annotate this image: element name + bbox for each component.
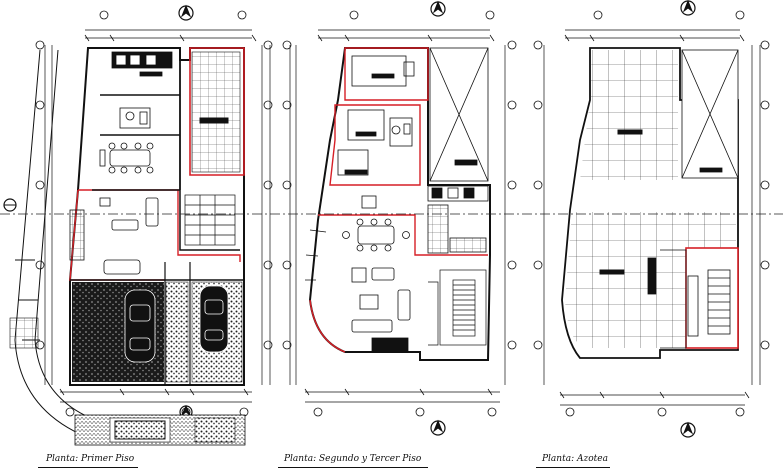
north-arrow-bottom-3 [680, 421, 696, 438]
north-arrow-top [178, 4, 194, 21]
red-outline [189, 47, 245, 176]
plan-segundo-tercer-piso [282, 0, 517, 436]
caption-segundo-tercer-piso: Planta: Segundo y Tercer Piso [284, 454, 422, 464]
dimension-lines-2 [289, 29, 506, 403]
bedroom-2 [337, 109, 385, 176]
stair-primer-piso [184, 194, 236, 246]
bath-2 [389, 117, 413, 147]
dining-set [99, 142, 154, 174]
gravel-strip [165, 281, 189, 383]
roof-outline [561, 47, 739, 359]
plan-azotea [533, 0, 770, 438]
north-arrow-bottom-2 [430, 419, 446, 436]
kitchen-2 [427, 185, 489, 254]
outer-walls-2 [308, 47, 491, 361]
axis-bubbles-3 [533, 10, 770, 417]
plan-primer-piso [3, 4, 273, 446]
living-2 [351, 267, 411, 353]
void-courtyard [429, 47, 489, 182]
stair-2 [428, 269, 487, 346]
car-left [124, 289, 156, 363]
dimension-lines-3 [543, 29, 761, 406]
dining-2 [342, 195, 410, 252]
axis-bubbles-2 [282, 10, 517, 417]
living-set [69, 197, 159, 275]
patio-tiles [191, 51, 241, 173]
red-outline-2 [329, 47, 429, 186]
bedroom-1 [351, 55, 415, 87]
caption-underline-3 [536, 467, 610, 468]
car-right [199, 285, 229, 353]
half-bath [119, 107, 151, 129]
caption-underline-2 [278, 467, 428, 468]
roof-tiles-upper [580, 50, 678, 180]
stair-tower [647, 247, 739, 349]
north-arrow-top-3 [680, 0, 696, 16]
roof-void [681, 49, 739, 179]
caption-azotea: Planta: Azotea [542, 454, 608, 464]
north-arrow-top-2 [430, 0, 446, 17]
kitchen-furniture [111, 51, 173, 77]
caption-primer-piso: Planta: Primer Piso [46, 454, 135, 464]
section-marker-left [3, 198, 17, 212]
caption-underline-1 [38, 467, 138, 468]
